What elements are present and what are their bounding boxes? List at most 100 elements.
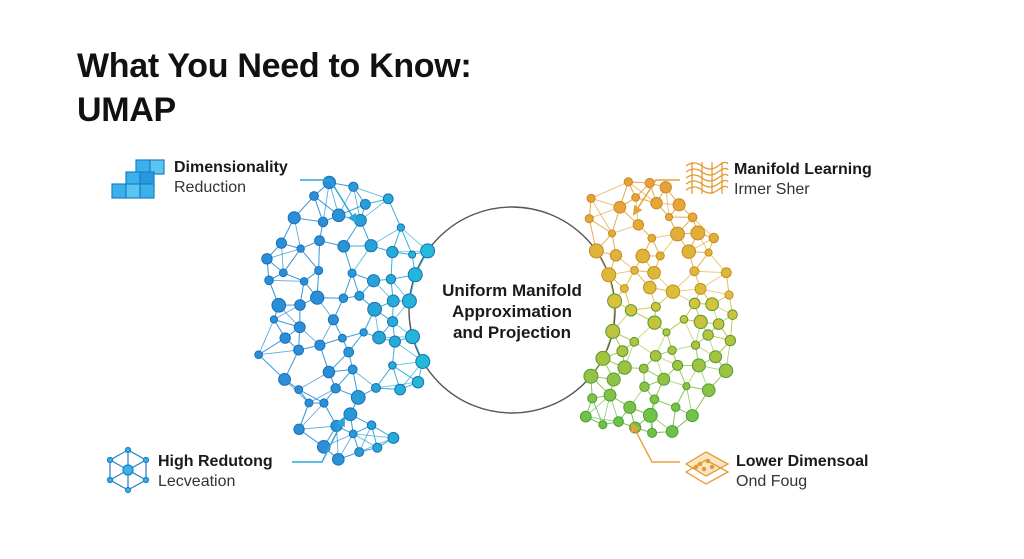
network-node: [309, 191, 319, 201]
network-node: [701, 383, 716, 397]
network-node: [354, 214, 367, 227]
network-node: [609, 249, 623, 262]
network-node: [322, 365, 336, 379]
network-node: [287, 211, 301, 225]
network-node: [420, 243, 436, 259]
network-edge: [400, 227, 413, 255]
network-node: [595, 350, 611, 366]
network-node: [314, 235, 325, 247]
network-node: [709, 350, 723, 364]
network-node: [724, 290, 734, 300]
network-node: [617, 360, 632, 375]
network-edge: [269, 279, 305, 282]
network-node: [327, 314, 339, 326]
network-node: [579, 410, 592, 423]
network-node: [401, 293, 417, 309]
network-node: [338, 293, 349, 304]
label-high-redutong: High Redutong Lecveation: [158, 452, 273, 492]
network-node: [616, 345, 629, 358]
network-node: [601, 267, 617, 283]
network-node: [415, 354, 431, 369]
network-edge: [266, 248, 301, 260]
network-node: [619, 284, 629, 293]
arrow-bottom-left: [292, 416, 345, 463]
network-node: [388, 361, 397, 370]
network-node: [364, 239, 378, 253]
network-node: [330, 383, 341, 394]
network-node: [588, 243, 604, 259]
network-node: [635, 248, 651, 264]
network-node: [264, 275, 274, 286]
network-node: [279, 332, 291, 344]
network-node: [607, 293, 623, 309]
network-node: [642, 280, 657, 295]
network-node: [386, 245, 399, 259]
network-edge: [322, 182, 330, 223]
network-node: [275, 237, 287, 249]
network-node: [310, 290, 325, 305]
network-node: [650, 301, 661, 312]
network-node: [642, 407, 658, 423]
network-node: [647, 427, 658, 438]
network-node: [688, 297, 701, 310]
network-node: [332, 453, 345, 466]
network-edge: [299, 425, 337, 430]
network-node: [314, 265, 324, 276]
network-node: [655, 251, 665, 261]
network-node: [623, 177, 634, 187]
high-dim-network-nodes: [254, 175, 436, 466]
network-edge: [683, 319, 696, 346]
title-line-2: UMAP: [77, 91, 176, 129]
network-node: [354, 447, 365, 458]
center-line-2: Approximation: [452, 302, 572, 321]
network-node: [386, 294, 400, 308]
network-node: [367, 301, 382, 317]
network-node: [689, 266, 700, 277]
network-node: [667, 345, 677, 355]
network-node: [347, 268, 357, 278]
network-node: [691, 358, 706, 373]
network-node: [704, 248, 713, 257]
network-node: [718, 363, 734, 379]
network-node: [624, 304, 638, 317]
label-bottom-right-line-2: Ond Foug: [736, 473, 808, 490]
network-node: [672, 359, 684, 371]
network-node: [319, 398, 329, 408]
network-node: [670, 226, 685, 242]
network-node: [649, 349, 662, 362]
network-node: [647, 265, 661, 280]
network-edge: [298, 389, 325, 404]
network-node: [623, 400, 637, 414]
network-node: [644, 177, 655, 189]
network-node: [407, 267, 423, 283]
network-node: [269, 315, 279, 324]
network-node: [685, 409, 699, 423]
network-node: [348, 429, 358, 439]
network-edge: [353, 433, 394, 439]
network-node: [261, 253, 273, 265]
network-node: [712, 318, 725, 330]
network-node: [650, 196, 663, 210]
network-edge: [298, 402, 325, 430]
network-node: [394, 383, 406, 396]
network-node: [366, 274, 381, 288]
network-node: [693, 314, 708, 330]
network-node: [587, 393, 598, 404]
network-node: [727, 309, 738, 320]
network-node: [343, 407, 358, 422]
label-bottom-left-line-1: High Redutong: [158, 453, 273, 470]
network-node: [254, 350, 263, 360]
network-node: [388, 335, 401, 348]
network-node: [304, 398, 314, 408]
network-node: [278, 268, 288, 278]
network-node: [613, 416, 624, 427]
title-line-1: What You Need to Know:: [77, 47, 472, 85]
label-top-right-line-2: Irmer Sher: [734, 181, 810, 198]
network-edge: [353, 186, 389, 200]
network-node: [359, 328, 368, 337]
network-node: [347, 364, 358, 375]
network-node: [314, 339, 326, 351]
network-node: [679, 315, 689, 324]
network-node: [649, 394, 660, 405]
